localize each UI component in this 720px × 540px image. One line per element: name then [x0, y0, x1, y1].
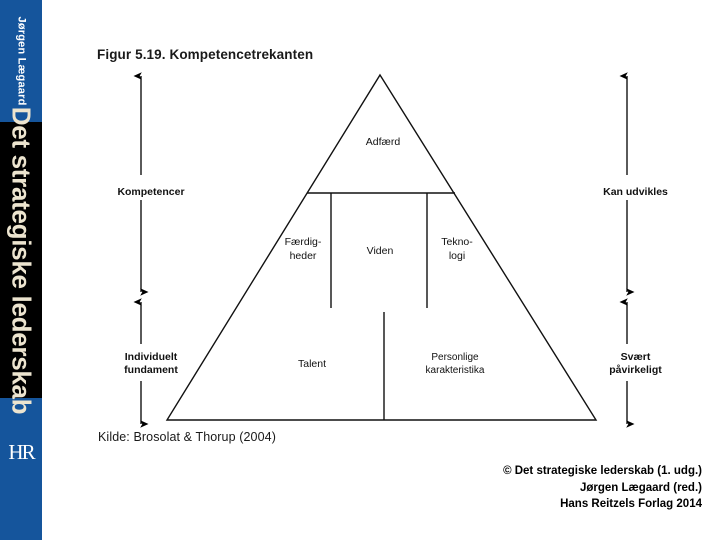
triangle-label-viden: Viden: [366, 245, 394, 257]
figure-source: Kilde: Brosolat & Thorup (2004): [98, 430, 276, 444]
copyright-block: © Det strategiske lederskab (1. udg.) Jø…: [503, 463, 702, 513]
copyright-line-1: © Det strategiske lederskab (1. udg.): [503, 465, 702, 477]
right-label-kan-udvikles: Kan udvikles: [603, 186, 668, 198]
book-spine-graphic: Jørgen Lægaard Det strategiske lederskab…: [0, 0, 42, 540]
copyright-line-3: Hans Reitzels Forlag 2014: [560, 498, 702, 511]
left-label-individuelt-fundament: Individuelt fundament: [124, 351, 178, 377]
triangle-label-personlige-karakteristika: Personlige karakteristika: [425, 352, 485, 376]
triangle-outline: [165, 73, 598, 421]
left-label-kompetencer: Kompetencer: [117, 186, 185, 198]
triangle-label-teknologi: Tekno- logi: [441, 236, 473, 262]
figure-title: Figur 5.19. Kompetencetrekanten: [97, 47, 314, 62]
copyright-line-2: Jørgen Lægaard (red.): [579, 481, 702, 494]
spine-middle-band: [0, 122, 42, 398]
right-label-svaert-paavirkeligt: Svært påvirkeligt: [609, 351, 662, 377]
triangle-label-talent: Talent: [297, 358, 327, 370]
publisher-logo: HR: [8, 440, 35, 464]
spine-bottom-band: [0, 398, 42, 540]
triangle-label-faerdigheder: Færdig- heder: [284, 236, 322, 262]
triangle-label-adfaerd: Adfærd: [365, 136, 401, 148]
spine-top-band: [0, 0, 42, 122]
